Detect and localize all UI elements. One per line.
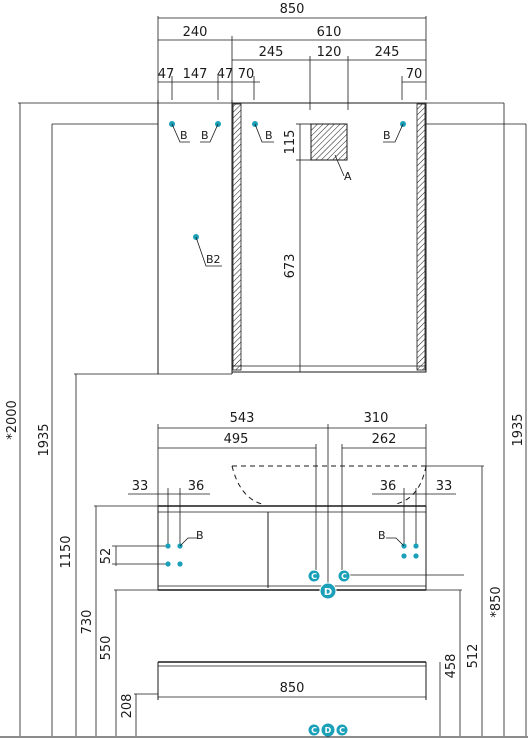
marker-d-bottom-label: D — [325, 726, 332, 735]
dim-543: 543 — [230, 411, 255, 426]
dim-height-673: 673 — [283, 254, 298, 279]
dim-47-b: 47 — [217, 67, 234, 82]
dim-850-height: *850 — [489, 586, 504, 617]
dim-right-width: 610 — [317, 25, 342, 40]
dim-overall-width: 850 — [280, 2, 305, 17]
dim-70-a: 70 — [238, 67, 255, 82]
dim-seg-245-right: 245 — [375, 45, 400, 60]
label-a: A — [344, 170, 352, 183]
dim-550: 550 — [99, 636, 114, 661]
right-vertical-dims — [342, 103, 527, 736]
marker-c-bottom-left — [307, 723, 321, 737]
top-mount-points — [169, 121, 406, 267]
dim-33-left: 33 — [132, 479, 149, 494]
dim-70-b: 70 — [406, 67, 423, 82]
marker-c-right-label: C — [341, 572, 347, 581]
dim-36-left: 36 — [188, 479, 205, 494]
dim-262: 262 — [372, 432, 397, 447]
top-dimension-lines — [157, 16, 427, 110]
dim-52: 52 — [99, 548, 114, 565]
dim-1935-left: 1935 — [37, 423, 52, 456]
label-b-4: B — [383, 129, 391, 142]
dim-730: 730 — [80, 610, 95, 635]
dim-310: 310 — [364, 411, 389, 426]
top-dimension-texts: 850 240 610 245 120 245 47 147 47 70 70 — [158, 2, 423, 82]
dim-36-right: 36 — [380, 479, 397, 494]
dim-147: 147 — [183, 67, 208, 82]
dim-seg-120: 120 — [317, 45, 342, 60]
dim-1150: 1150 — [59, 535, 74, 568]
marker-d-label: D — [324, 587, 332, 598]
label-b-6: B — [378, 529, 386, 542]
marker-d — [319, 582, 337, 600]
socket-a — [310, 123, 348, 161]
vanity-mount-points — [165, 537, 419, 567]
dim-height-115: 115 — [283, 130, 298, 155]
dim-total-height: *2000 — [5, 400, 20, 440]
vanity-top-dims — [128, 424, 456, 590]
dim-458: 458 — [444, 654, 459, 679]
marker-c-right — [337, 569, 351, 583]
marker-c-bottom-right — [335, 723, 349, 737]
dim-left-width: 240 — [183, 25, 208, 40]
vanity-unit — [157, 465, 427, 700]
label-b-5: B — [196, 529, 204, 542]
left-vertical-dims — [19, 103, 170, 736]
dim-850-bottom: 850 — [280, 681, 305, 696]
mirror-cabinet — [231, 102, 427, 373]
mirror-right-edge — [416, 103, 426, 371]
label-b2: B2 — [206, 253, 221, 266]
label-b-3: B — [265, 129, 273, 142]
marker-c-left — [307, 569, 321, 583]
dim-512: 512 — [466, 644, 481, 669]
dim-208: 208 — [120, 694, 135, 719]
label-b-1: B — [180, 129, 188, 142]
dim-47-a: 47 — [158, 67, 175, 82]
mirror-left-edge — [232, 103, 242, 371]
dim-33-right: 33 — [436, 479, 453, 494]
dim-1935-right: 1935 — [511, 413, 526, 446]
dim-seg-245-left: 245 — [259, 45, 284, 60]
label-b-2: B — [201, 129, 209, 142]
marker-c-left-label: C — [311, 572, 317, 581]
connection-markers — [307, 569, 351, 738]
label-a-leader — [334, 154, 345, 177]
marker-c-bottom-left-label: C — [311, 726, 317, 735]
reference-lines — [18, 102, 526, 375]
marker-c-bottom-right-label: C — [339, 726, 345, 735]
dim-495: 495 — [224, 432, 249, 447]
